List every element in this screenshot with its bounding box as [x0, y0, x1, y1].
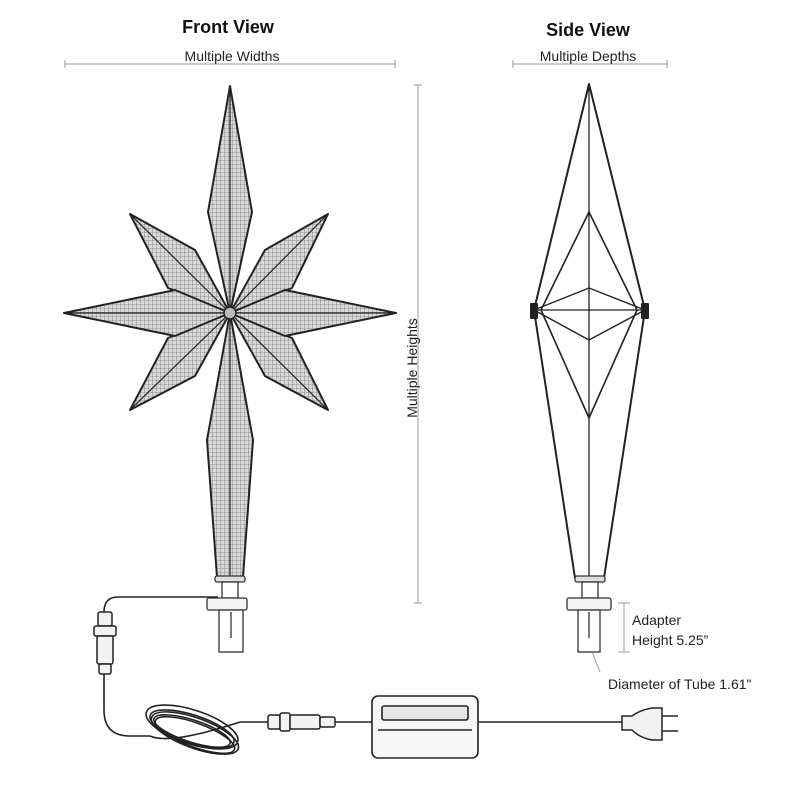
adapter-height-label-line2: Height 5.25”	[632, 632, 709, 648]
inline-connector-horizontal	[267, 712, 336, 732]
side-adapter	[566, 575, 612, 653]
side-depth-dimension-line	[512, 60, 668, 68]
front-view-title: Front View	[182, 17, 274, 37]
adapter-height-dimension-line	[618, 602, 630, 653]
inline-connector-vertical	[93, 611, 117, 675]
tube-diameter-leader	[591, 651, 601, 673]
front-width-label: Multiple Widths	[184, 48, 280, 64]
power-adapter-box	[371, 695, 479, 759]
front-adapter	[206, 575, 248, 653]
wall-plug	[621, 707, 678, 741]
tube-diameter-label: Diameter of Tube 1.61"	[608, 676, 752, 692]
side-view-title: Side View	[546, 20, 630, 40]
height-label: Multiple Heights	[404, 318, 420, 418]
height-dimension-line	[414, 84, 422, 604]
front-width-dimension-line	[64, 60, 396, 68]
side-depth-label: Multiple Depths	[539, 48, 637, 64]
star-center-hub	[223, 306, 237, 320]
front-view-star	[63, 85, 397, 578]
adapter-height-label-line1: Adapter	[632, 612, 682, 628]
power-cord	[103, 596, 622, 755]
side-view-star	[530, 83, 649, 579]
